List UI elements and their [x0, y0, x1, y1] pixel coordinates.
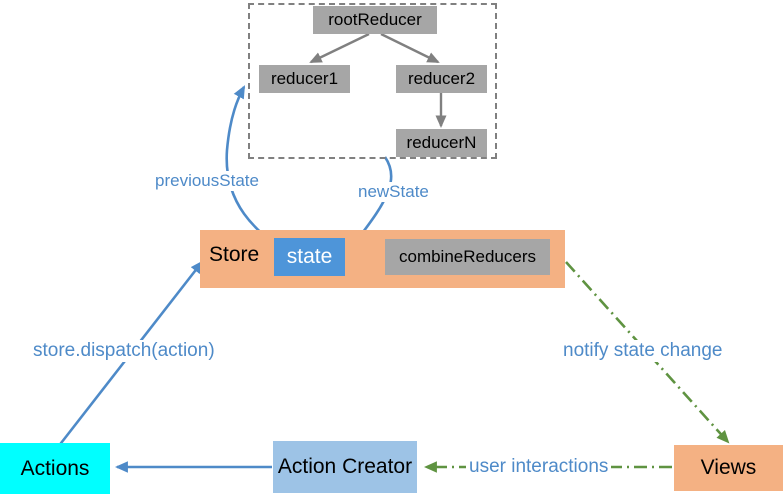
node-action-creator-label: Action Creator: [277, 455, 413, 478]
label-store-dispatch: store.dispatch(action): [30, 340, 218, 362]
node-root-reducer[interactable]: rootReducer: [313, 6, 437, 34]
node-views[interactable]: Views: [674, 445, 783, 491]
label-previous-state: previousState: [152, 171, 262, 191]
combine-reducers-label: combineReducers: [398, 247, 536, 266]
node-root-reducer-label: rootReducer: [328, 10, 422, 29]
node-reducer2-label: reducer2: [407, 69, 476, 88]
state-chip-label: state: [286, 245, 333, 268]
node-actions[interactable]: Actions: [0, 443, 110, 494]
state-chip[interactable]: state: [274, 238, 345, 276]
combine-reducers-chip[interactable]: combineReducers: [385, 239, 550, 275]
node-reducer1[interactable]: reducer1: [259, 65, 350, 93]
node-actions-label: Actions: [20, 456, 90, 480]
node-reducer-n-label: reducerN: [406, 133, 477, 152]
reducer-tree-group: [248, 3, 497, 159]
label-user-interactions: user interactions: [466, 456, 612, 478]
node-reducer2[interactable]: reducer2: [396, 65, 487, 93]
node-views-label: Views: [700, 456, 757, 479]
store-label: Store: [209, 243, 260, 266]
node-reducer-n[interactable]: reducerN: [396, 129, 487, 157]
node-reducer1-label: reducer1: [270, 69, 339, 88]
label-notify-state-change: notify state change: [560, 340, 726, 362]
node-action-creator[interactable]: Action Creator: [273, 441, 417, 493]
label-new-state: newState: [355, 182, 432, 202]
